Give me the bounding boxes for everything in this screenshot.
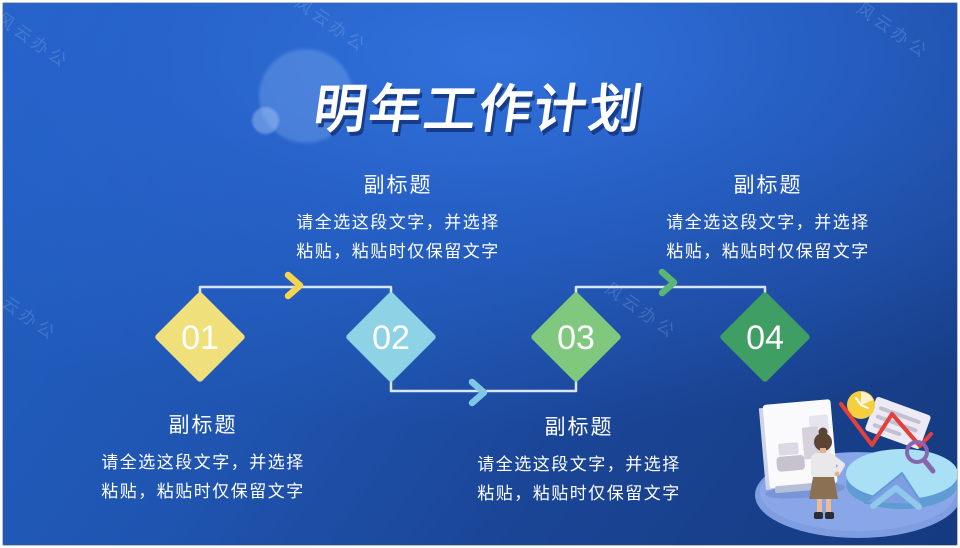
analytics-illustration bbox=[755, 391, 957, 538]
person-torso bbox=[811, 453, 836, 479]
report-card-line bbox=[879, 406, 921, 424]
subtitle-text-line: 粘贴，粘贴时仅保留文字 bbox=[101, 482, 305, 501]
subtitle-block-step4: 副标题 请全选这段文字，并选择 粘贴，粘贴时仅保留文字 bbox=[608, 169, 928, 266]
subtitle-block-step2: 副标题 请全选这段文字，并选择 粘贴，粘贴时仅保留文字 bbox=[238, 169, 558, 266]
report-card-line bbox=[872, 423, 902, 437]
pie-notch-edge bbox=[870, 485, 922, 510]
pie-chart-graphic bbox=[846, 449, 957, 510]
subtitle-text-line: 请全选这段文字，并选择 bbox=[296, 213, 500, 232]
clock-wedge bbox=[861, 392, 873, 405]
subtitle-text-line: 粘贴，粘贴时仅保留文字 bbox=[666, 242, 870, 261]
chevron-arrow-icon-yellow bbox=[284, 271, 304, 300]
flow-diagram: 01 02 03 04 bbox=[155, 268, 810, 407]
subtitle-text-line: 粘贴，粘贴时仅保留文字 bbox=[477, 484, 681, 503]
trend-line-graphic bbox=[839, 402, 933, 448]
whiteboard-content-block bbox=[776, 454, 806, 472]
person-shoe bbox=[825, 512, 834, 519]
subtitle-heading: 副标题 bbox=[544, 416, 614, 439]
person-neck bbox=[820, 448, 826, 454]
person-shoe bbox=[814, 512, 823, 519]
subtitle-heading: 副标题 bbox=[363, 174, 433, 197]
person-head bbox=[814, 433, 832, 451]
chevron-arrow-icon-green bbox=[658, 268, 678, 297]
subtitle-text-line: 请全选这段文字，并选择 bbox=[101, 453, 305, 472]
person-leg bbox=[826, 499, 831, 513]
step-diamond-3 bbox=[531, 292, 621, 382]
clock-hand bbox=[855, 397, 862, 406]
step-number-2: 02 bbox=[372, 319, 410, 357]
magnifier-handle bbox=[921, 457, 936, 474]
step-diamond-4 bbox=[720, 292, 810, 382]
step-number-3: 03 bbox=[557, 319, 595, 357]
person-graphic bbox=[809, 427, 845, 519]
magnifier-icon bbox=[905, 440, 936, 474]
subtitle-text-line: 请全选这段文字，并选择 bbox=[477, 455, 681, 474]
title-backdrop-circle-large bbox=[259, 49, 353, 143]
subtitle-heading: 副标题 bbox=[733, 174, 803, 197]
subtitle-text-line: 请全选这段文字，并选择 bbox=[666, 213, 870, 232]
title-backdrop-circle-small bbox=[252, 107, 279, 134]
subtitle-block-step1: 副标题 请全选这段文字，并选择 粘贴，粘贴时仅保留文字 bbox=[43, 409, 363, 506]
whiteboard-content-block bbox=[778, 442, 799, 456]
whiteboard-content-block bbox=[801, 426, 821, 460]
step-number-4: 04 bbox=[746, 319, 784, 357]
magnifier-lens bbox=[905, 440, 929, 464]
step-number-1: 01 bbox=[181, 319, 219, 357]
clock-icon bbox=[847, 391, 875, 419]
subtitle-text-line: 粘贴，粘贴时仅保留文字 bbox=[296, 242, 500, 261]
person-leg bbox=[817, 499, 822, 513]
clock-hand bbox=[860, 404, 869, 409]
subtitle-heading: 副标题 bbox=[168, 414, 238, 437]
step-diamond-2 bbox=[346, 292, 436, 382]
person-arm bbox=[831, 456, 845, 476]
person-skirt bbox=[809, 477, 838, 499]
subtitle-block-step3: 副标题 请全选这段文字，并选择 粘贴，粘贴时仅保留文字 bbox=[419, 411, 739, 508]
step-diamond-1 bbox=[155, 292, 245, 382]
chevron-arrow-icon-blue bbox=[468, 378, 488, 407]
person-hand bbox=[834, 471, 840, 477]
